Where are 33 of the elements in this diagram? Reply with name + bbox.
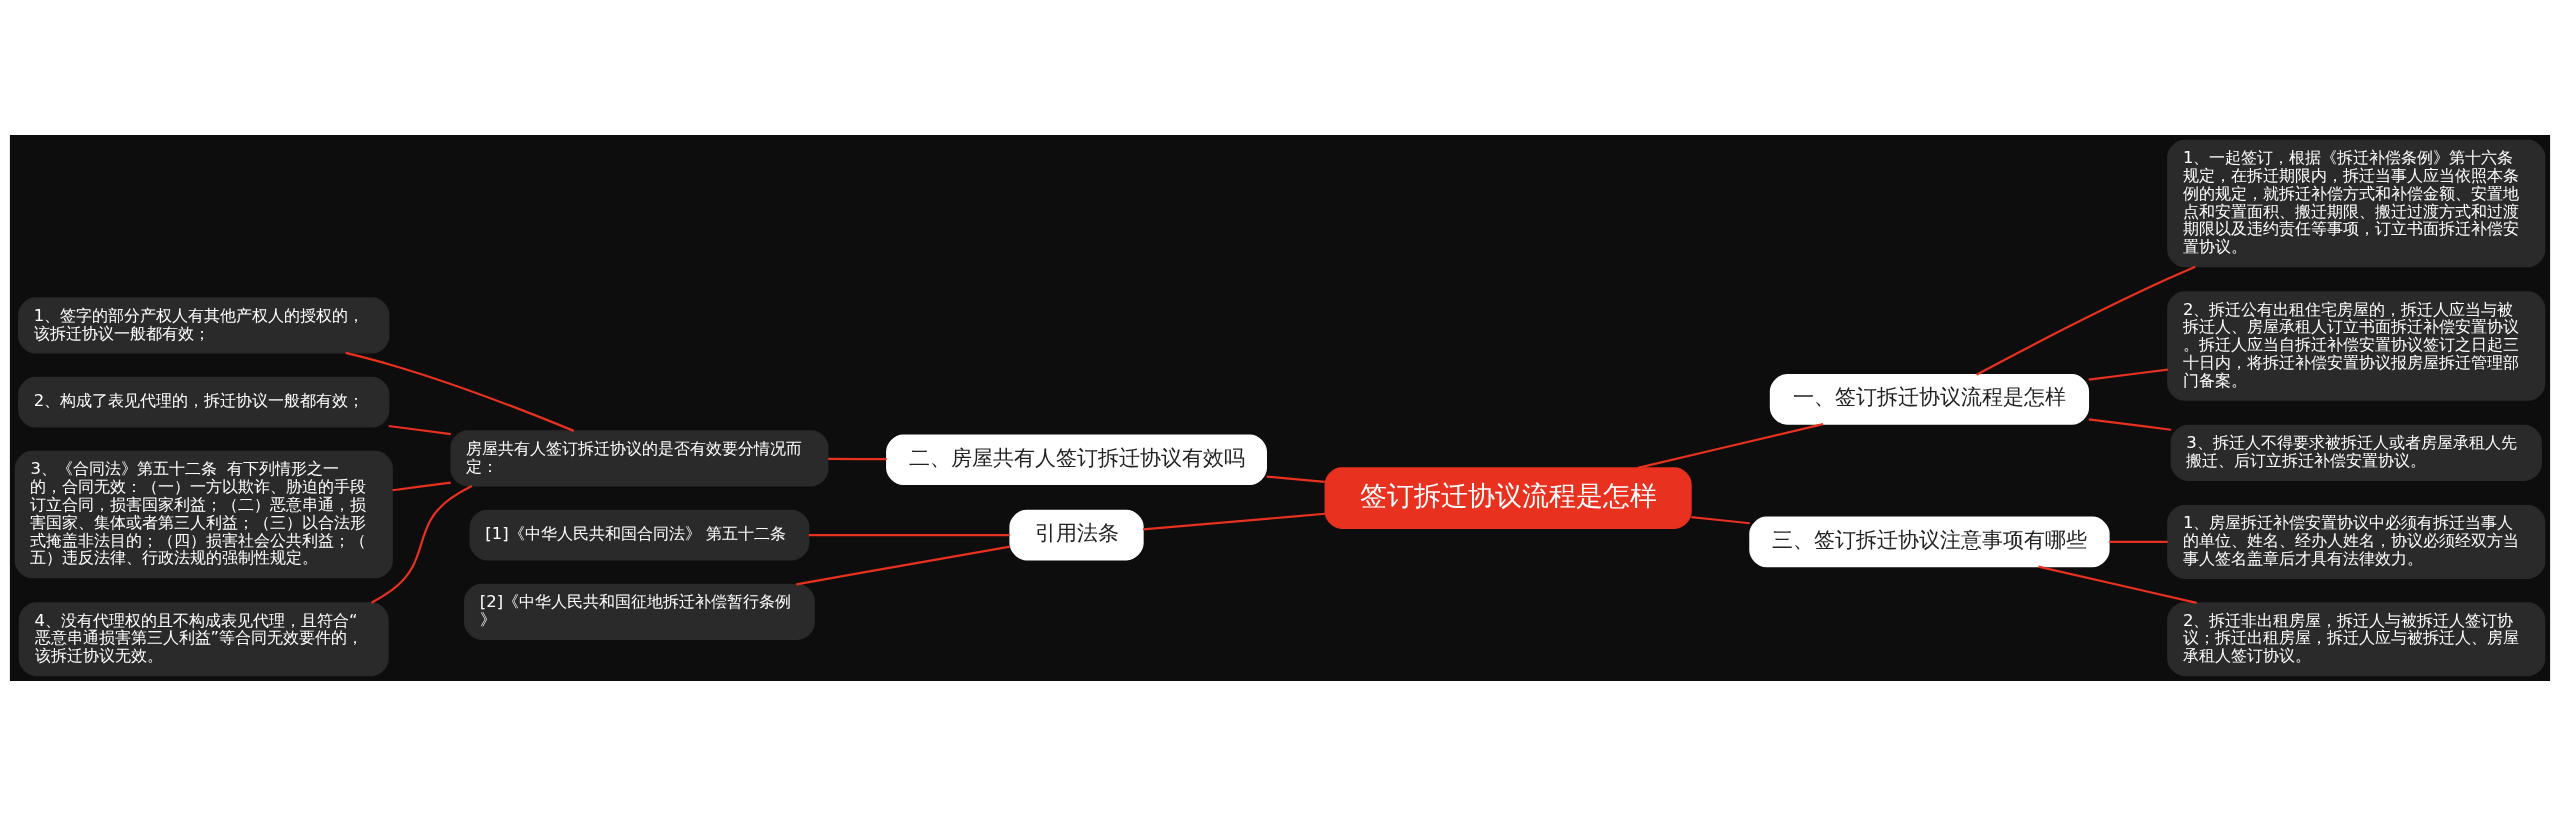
connector bbox=[1142, 512, 1326, 531]
node-box: 1、房屋拆迁补偿安置协议中必须有拆迁当事人的单位、姓名、经办人姓名，协议必须经双方当事人签名盖章后才具有法律效力。 bbox=[2167, 504, 2546, 579]
node-box: 1、一起签订，根据《拆迁补偿条例》第十六条规定，在拆迁期限内，拆迁当事人应当依照本条例的规定，就拆迁补偿方式和补偿金额、安置地点和安置面积、搬迁期限、搬迁过渡方式和过渡期限以及违约责任等事项，订立书面拆迁补偿安置协议。 bbox=[2167, 139, 2546, 267]
connector bbox=[1637, 422, 1824, 469]
connector bbox=[2088, 417, 2172, 431]
connector bbox=[388, 424, 451, 435]
connector bbox=[370, 484, 473, 604]
connector bbox=[828, 457, 887, 460]
node-box: 3、《合同法》第五十二条 有下列情形之一的，合同无效：（一）一方以欺诈、胁迫的手段订立合同，损害国家利益；（二）恶意串通，损害国家、集体或者第三人利益；（三）以合法形式掩盖非法目的；（四）损害社会公共利益；（五）违反法律、行政法规的强制性规定。 bbox=[14, 450, 393, 578]
node-box: 3、拆迁人不得要求被拆迁人或者房屋承租人先搬迁、后订立拆迁补偿安置协议。 bbox=[2170, 424, 2542, 481]
connector bbox=[2088, 368, 2168, 381]
node-box: 1、签字的部分产权人有其他产权人的授权的，该拆迁协议一般都有效； bbox=[18, 296, 390, 354]
connector bbox=[1976, 265, 2196, 376]
connector bbox=[2038, 565, 2197, 604]
node-box: 二、房屋共有人签订拆迁协议有效吗 bbox=[886, 433, 1267, 485]
connector bbox=[345, 351, 575, 432]
connector bbox=[796, 545, 1011, 585]
connector bbox=[808, 533, 1010, 536]
node-box: 引用法条 bbox=[1009, 509, 1144, 560]
node-box: [2]《中华人民共和国征地拆迁补偿暂行条例》 bbox=[464, 583, 815, 640]
node-box: 签订拆迁协议流程是怎样 bbox=[1324, 466, 1692, 529]
connector bbox=[1691, 515, 1750, 524]
connector bbox=[2109, 540, 2168, 543]
connector bbox=[1266, 475, 1325, 483]
node-box: 三、签订拆迁协议注意事项有哪些 bbox=[1749, 516, 2110, 567]
node-box: 2、拆迁非出租房屋，拆迁人与被拆迁人签订协议；拆迁出租房屋，拆迁人应与被拆迁人、房屋承租人签订协议。 bbox=[2167, 601, 2546, 676]
node-box: 一、签订拆迁协议流程是怎样 bbox=[1769, 373, 2090, 425]
node-box: 2、构成了表见代理的，拆迁协议一般都有效； bbox=[18, 376, 390, 428]
node-box: 2、拆迁公有出租住宅房屋的，拆迁人应当与被拆迁人、房屋承租人订立书面拆迁补偿安置协议。拆迁人应当自拆迁补偿安置协议签订之日起三十日内，将拆迁补偿安置协议报房屋拆迁管理部门备案。 bbox=[2167, 290, 2546, 401]
node-box: 房屋共有人签订拆迁协议的是否有效要分情况而定： bbox=[450, 429, 829, 486]
node-box: 4、没有代理权的且不构成表见代理，且符合“恶意串通损害第三人利益”等合同无效要件的，该拆迁协议无效。 bbox=[18, 601, 389, 676]
connector bbox=[392, 481, 451, 491]
node-box: [1]《中华人民共和国合同法》 第五十二条 bbox=[469, 509, 810, 560]
